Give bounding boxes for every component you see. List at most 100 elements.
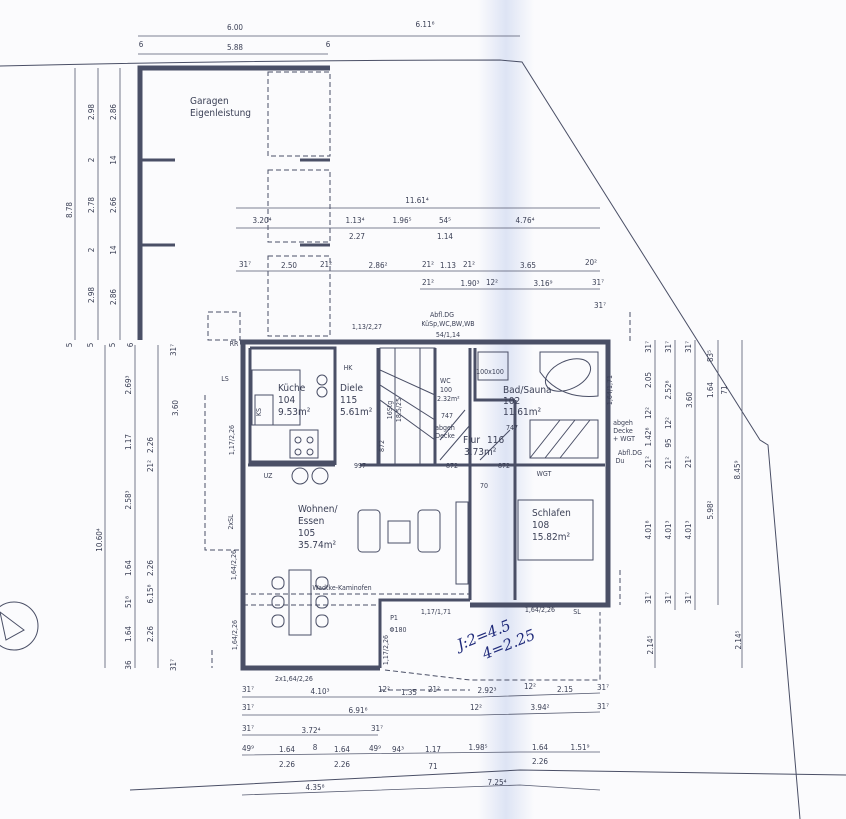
room-area: 5.61m²: [340, 407, 373, 418]
dimension-label: 31⁷: [684, 341, 693, 353]
dimension-lines: [74, 35, 743, 796]
dimension-label: 20²: [585, 258, 597, 267]
dimension-label: 21²: [146, 460, 155, 472]
dimension-label: 8.78: [65, 202, 74, 218]
dimension-label: 2.26: [334, 760, 350, 769]
dimension-label: 71: [428, 762, 437, 771]
room-number: 105: [298, 528, 315, 539]
dimension-label: 31⁷: [242, 724, 254, 733]
room-area: 15.82m²: [532, 532, 571, 543]
dimension-label: 31⁷: [239, 260, 251, 269]
dimension-label: 2.98: [87, 104, 96, 120]
dimension-label: 2.27: [349, 232, 365, 241]
annotation-label: RR: [230, 340, 239, 348]
room-schlafen: Schlafen 108 15.82m²: [532, 508, 571, 543]
dimension-label: 54⁵: [439, 216, 451, 225]
dimension-label: 3.20⁴: [253, 216, 272, 225]
annotation-label: 1,17/2,26: [382, 635, 390, 665]
dimension-label: 1.13⁴: [346, 216, 365, 225]
dimension-label: 11.61⁴: [405, 196, 429, 205]
dimension-label: 1.64: [124, 560, 133, 576]
dimension-label: 31⁷: [664, 592, 673, 604]
dimension-label: 31⁷: [664, 341, 673, 353]
dimension-label: 5.88: [227, 43, 243, 52]
annotation-label: Du: [616, 457, 625, 465]
dimension-label: 2.86²: [369, 261, 388, 270]
dimension-label: 12²: [378, 685, 390, 694]
dimension-label: 6.91⁶: [349, 706, 368, 715]
dimension-label: 8: [313, 743, 318, 752]
annotation-label: Wadtke-Kaminofen: [312, 584, 371, 592]
room-wc: WC 100 2.32m²: [437, 377, 460, 403]
annotation-label: LS: [221, 375, 229, 383]
dimension-label: 2.66: [109, 197, 118, 213]
dimension-label: 1.64: [706, 382, 715, 398]
room-name: WC: [440, 377, 451, 385]
dimension-label: 2.14⁵: [646, 635, 655, 654]
annotation-label: 747: [506, 424, 518, 432]
dimension-label: 1.90³: [461, 279, 480, 288]
property-line-bottom: [129, 769, 846, 791]
dimension-label: 5.98²: [706, 500, 715, 519]
dimension-label: 6: [139, 40, 144, 49]
dimension-label: 21²: [320, 260, 332, 269]
dimension-label: 2.92³: [478, 686, 497, 695]
room-number: 100: [440, 386, 452, 394]
room-name-2: Essen: [298, 516, 324, 527]
annotation-label: Decke: [613, 427, 633, 435]
room-area: 9.53m²: [278, 407, 311, 418]
dimension-label: 4.01³: [684, 520, 693, 539]
dimension-label: 1.35: [401, 688, 417, 697]
dimension-label: 2.26: [279, 760, 295, 769]
dimension-label: 2.26: [532, 757, 548, 766]
dimension-label: 5: [86, 343, 95, 348]
room-flur: Flur 116 3.73m²: [463, 435, 504, 458]
dimension-label: 3.72⁴: [302, 726, 321, 735]
room-name: Schlafen: [532, 508, 571, 519]
annotation-label: 872: [446, 462, 458, 470]
room-name: Flur: [463, 435, 480, 446]
dimension-label: 21²: [664, 457, 673, 469]
annotation-label: + WGT: [613, 435, 635, 443]
dimension-label: 6.15⁸: [146, 584, 155, 603]
annotation-label: 747: [441, 412, 453, 420]
dimension-label: 12²: [524, 682, 536, 691]
dimension-label: 2.14⁵: [734, 630, 743, 649]
dimension-label: 10.60⁴: [95, 528, 104, 552]
annotation-label: 1,13/2,27: [352, 323, 382, 331]
annotation-label: 54/1,14: [436, 331, 460, 339]
dimension-label: 12²: [664, 417, 673, 429]
dimension-label: 2.52⁸: [664, 380, 673, 399]
dimension-label: 2: [87, 248, 96, 253]
annotation-label: 16Stg: [386, 401, 394, 419]
dimension-label: 2.86: [109, 104, 118, 120]
house-walls: [204, 312, 631, 691]
dimension-label: 8.45⁹: [733, 460, 742, 479]
dimension-label: 3.65: [520, 261, 536, 270]
room-number: 115: [340, 395, 357, 406]
dimension-label: 2.58³: [124, 490, 133, 509]
dimension-label: 1.64: [124, 626, 133, 642]
room-name: Diele: [340, 383, 363, 394]
annotation-label: Decke: [435, 432, 455, 440]
dimension-label: 1.64: [532, 743, 548, 752]
dimension-label: 3.60: [685, 392, 694, 408]
dimension-label: 21²: [644, 456, 653, 468]
annotation-label: 872: [378, 440, 386, 452]
dimension-label: 1.14: [437, 232, 453, 241]
dimension-label: 12²: [644, 407, 653, 419]
annotation-label: 1,64/2,26: [525, 606, 555, 614]
annotation-label: UZ: [264, 472, 273, 480]
dimension-label: 2.86: [109, 289, 118, 305]
dimension-label: 31⁷: [597, 702, 609, 711]
dimension-label: 71: [720, 385, 729, 394]
dimension-label: 5: [65, 343, 74, 348]
room-kueche: Küche 104 9.53m²: [278, 383, 311, 418]
dimension-label: 3.60: [171, 400, 180, 416]
annotation-label: Abfl.DG: [618, 449, 642, 457]
annotation-label: Φ180: [390, 626, 407, 634]
annotation-label: 1,64/2,26: [231, 620, 239, 650]
annotation-label: 1,17/1,71: [421, 608, 451, 616]
